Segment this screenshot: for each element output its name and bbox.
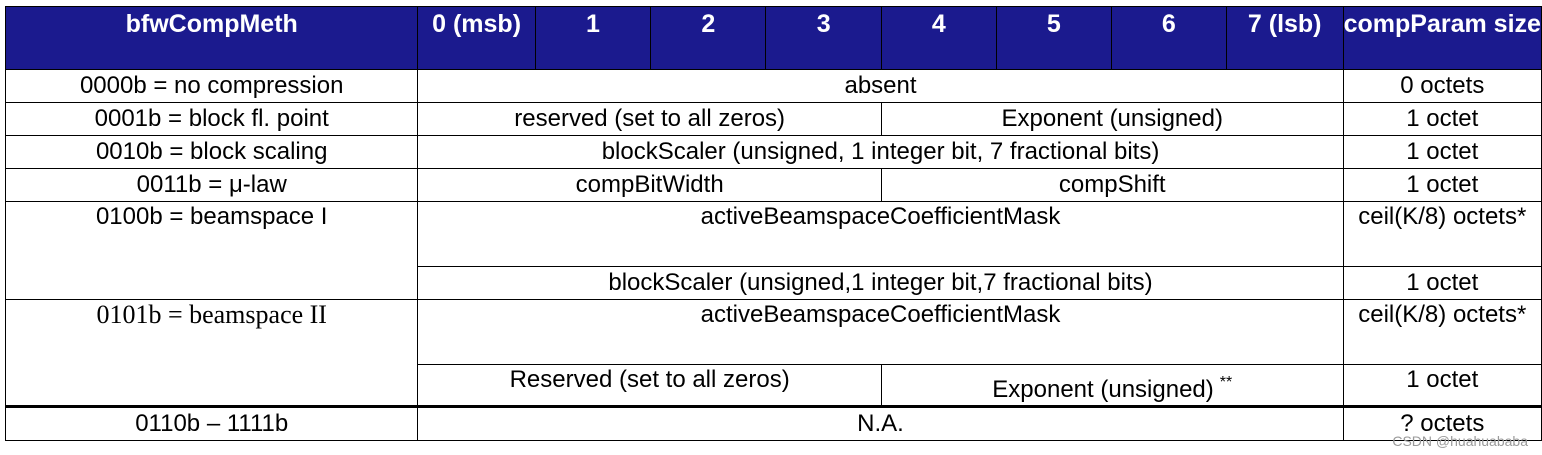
field-cell: absent [417,69,1344,103]
footnote-mark: ** [1219,374,1233,391]
header-bit-2: 2 [650,6,767,70]
table-row: 0011b = μ-law compBitWidth compShift 1 o… [4,168,1542,202]
table-row: 0000b = no compression absent 0 octets [4,69,1542,103]
method-cell: 0101b = beamspace II [4,299,419,407]
field-cell-exponent: Exponent (unsigned) ** [880,364,1344,407]
table-row: 0010b = block scaling blockScaler (unsig… [4,135,1542,169]
table-row: 0110b – 1111b N.A. ? octets [4,405,1542,441]
size-cell: ? octets [1342,405,1542,441]
method-cell: 0100b = beamspace I [4,201,419,300]
field-cell: blockScaler (unsigned,1 integer bit,7 fr… [417,266,1344,300]
field-cell: activeBeamspaceCoefficientMask [417,201,1344,267]
field-cell: compShift [880,168,1344,202]
field-cell: N.A. [417,405,1344,441]
header-row: bfwCompMeth 0 (msb) 1 2 3 4 5 6 7 (lsb) … [4,6,1542,70]
field-cell: Reserved (set to all zeros) [417,364,882,407]
header-bit-1: 1 [534,6,652,70]
field-cell: Exponent (unsigned) [880,102,1344,136]
header-method: bfwCompMeth [4,6,419,70]
exponent-label: Exponent (unsigned) [992,376,1214,403]
field-cell: reserved (set to all zeros) [417,102,882,136]
size-cell: 1 octet [1342,135,1542,169]
compression-parameter-table-container: bfwCompMeth 0 (msb) 1 2 3 4 5 6 7 (lsb) … [4,6,1542,441]
compression-parameter-table: bfwCompMeth 0 (msb) 1 2 3 4 5 6 7 (lsb) … [4,6,1542,441]
table-row: blockScaler (unsigned,1 integer bit,7 fr… [6,266,1542,300]
size-cell: 1 octet [1342,168,1542,202]
size-cell: 1 octet [1342,364,1542,407]
method-cell: 0110b – 1111b [4,405,419,441]
method-cell: 0011b = μ-law [4,168,419,202]
field-cell: blockScaler (unsigned, 1 integer bit, 7 … [417,135,1344,169]
size-cell: 0 octets [1342,69,1542,103]
header-bit-7: 7 (lsb) [1225,6,1344,70]
method-cell: 0001b = block fl. point [4,102,419,136]
header-size: compParam size [1342,6,1542,70]
table-row: 0101b = beamspace II activeBeamspaceCoef… [4,299,1542,407]
header-bit-6: 6 [1110,6,1227,70]
method-cell: 0000b = no compression [4,69,419,103]
method-cell: 0010b = block scaling [4,135,419,169]
size-cell: 1 octet [1342,102,1542,136]
header-bit-0: 0 (msb) [417,6,536,70]
field-cell: compBitWidth [417,168,882,202]
field-cell: activeBeamspaceCoefficientMask [417,299,1344,365]
table-row: 0001b = block fl. point reserved (set to… [4,102,1542,136]
header-bit-3: 3 [765,6,882,70]
watermark: CSDN @huahuababa [1392,433,1528,449]
size-cell: 1 octet [1342,266,1542,300]
size-cell: ceil(K/8) octets* [1342,299,1542,365]
header-bit-4: 4 [880,6,997,70]
table-row: 0100b = beamspace I activeBeamspaceCoeff… [4,201,1542,300]
header-bit-5: 5 [995,6,1112,70]
size-cell: ceil(K/8) octets* [1342,201,1542,267]
